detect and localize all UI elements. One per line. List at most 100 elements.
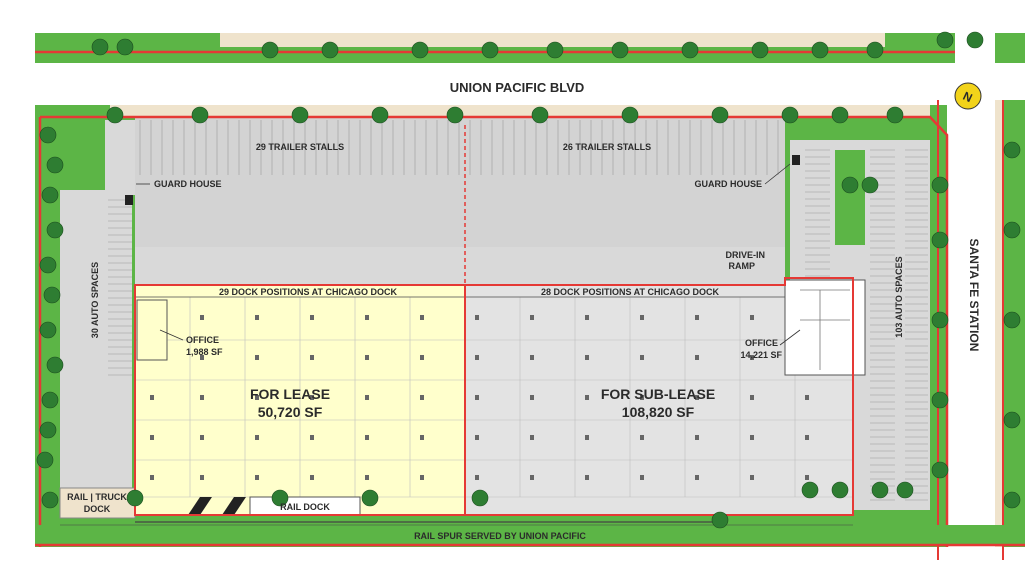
column-mark <box>420 475 424 480</box>
guard-house-east-label: GUARD HOUSE <box>694 179 762 189</box>
rail-truck-dock-label-1: RAIL | TRUCK <box>67 492 127 502</box>
column-mark <box>310 475 314 480</box>
tree-icon <box>39 126 57 144</box>
trailer-stall-area <box>135 117 785 247</box>
tree-icon <box>361 489 379 507</box>
column-mark <box>200 355 204 360</box>
auto-spaces-west-label: 30 AUTO SPACES <box>90 262 100 338</box>
column-mark <box>255 435 259 440</box>
column-mark <box>640 435 644 440</box>
column-mark <box>695 435 699 440</box>
column-mark <box>750 315 754 320</box>
tree-icon <box>831 106 849 124</box>
column-mark <box>530 395 534 400</box>
lease-office-block <box>136 299 168 361</box>
tree-icon <box>751 41 769 59</box>
tree-icon <box>1003 411 1021 429</box>
column-mark <box>475 395 479 400</box>
sublease-office-leader <box>779 329 801 346</box>
tree-icon <box>871 481 889 499</box>
lease-boundary <box>134 284 466 516</box>
column-mark <box>365 435 369 440</box>
sublease-office-block <box>784 279 866 376</box>
tree-icon <box>931 461 949 479</box>
column-mark <box>585 315 589 320</box>
tree-icon <box>446 106 464 124</box>
tree-icon <box>931 391 949 409</box>
tree-icon <box>261 41 279 59</box>
tree-icon <box>866 41 884 59</box>
lease-office-area: 1,988 SF <box>186 347 223 357</box>
lease-office-label: OFFICE <box>186 335 219 345</box>
tree-icon <box>811 41 829 59</box>
tree-icon <box>39 256 57 274</box>
hatch-mark <box>222 497 246 515</box>
column-mark <box>750 435 754 440</box>
column-mark <box>805 435 809 440</box>
tree-icon <box>46 221 64 239</box>
guard-house-west <box>125 195 133 205</box>
tree-icon <box>371 106 389 124</box>
column-mark <box>695 475 699 480</box>
rail-truck-dock-area <box>59 487 136 519</box>
column-mark <box>640 315 644 320</box>
tree-icon <box>886 106 904 124</box>
trees <box>36 31 1021 529</box>
hatch-mark <box>188 497 212 515</box>
tree-icon <box>711 511 729 529</box>
tree-icon <box>546 41 564 59</box>
dock-positions-west-label: 29 DOCK POSITIONS AT CHICAGO DOCK <box>219 287 398 297</box>
column-mark <box>750 395 754 400</box>
tree-icon <box>896 481 914 499</box>
column-mark <box>695 355 699 360</box>
column-mark <box>585 395 589 400</box>
column-mark <box>475 315 479 320</box>
tree-icon <box>781 106 799 124</box>
tree-icon <box>116 38 134 56</box>
column-mark <box>420 315 424 320</box>
column-mark <box>585 475 589 480</box>
drive-in-ramp-label-2: RAMP <box>729 261 756 271</box>
trailer-stalls-west-label: 29 TRAILER STALLS <box>256 142 344 152</box>
dock-positions-east-label: 28 DOCK POSITIONS AT CHICAGO DOCK <box>541 287 720 297</box>
column-mark <box>695 395 699 400</box>
tree-icon <box>41 391 59 409</box>
tree-icon <box>611 41 629 59</box>
north-arrow-icon: N <box>954 82 982 110</box>
tree-icon <box>106 106 124 124</box>
column-mark <box>200 395 204 400</box>
tree-icon <box>801 481 819 499</box>
auto-spaces-east-label: 103 AUTO SPACES <box>894 256 904 337</box>
tree-icon <box>46 156 64 174</box>
column-mark <box>420 355 424 360</box>
column-mark <box>150 475 154 480</box>
tree-icon <box>271 489 289 507</box>
column-mark <box>150 395 154 400</box>
column-mark <box>365 475 369 480</box>
tree-icon <box>831 481 849 499</box>
tree-icon <box>191 106 209 124</box>
column-mark <box>585 435 589 440</box>
site-north-sidewalk <box>110 105 930 117</box>
tree-icon <box>936 31 954 49</box>
tree-icon <box>43 286 61 304</box>
column-mark <box>200 475 204 480</box>
guard-house-east-leader <box>764 163 791 185</box>
column-mark <box>750 475 754 480</box>
drive-in-ramp-label-1: DRIVE-IN <box>725 250 765 260</box>
tree-icon <box>931 176 949 194</box>
lease-area: 50,720 SF <box>258 404 323 420</box>
tree-icon <box>931 311 949 329</box>
column-mark <box>530 315 534 320</box>
column-mark <box>255 395 259 400</box>
tree-icon <box>291 106 309 124</box>
tree-icon <box>1003 491 1021 509</box>
tree-icon <box>36 451 54 469</box>
tree-icon <box>711 106 729 124</box>
santa-fe-station-label: SANTA FE STATION <box>967 239 981 352</box>
column-mark <box>365 315 369 320</box>
column-mark <box>475 355 479 360</box>
column-mark <box>640 395 644 400</box>
column-mark <box>365 395 369 400</box>
